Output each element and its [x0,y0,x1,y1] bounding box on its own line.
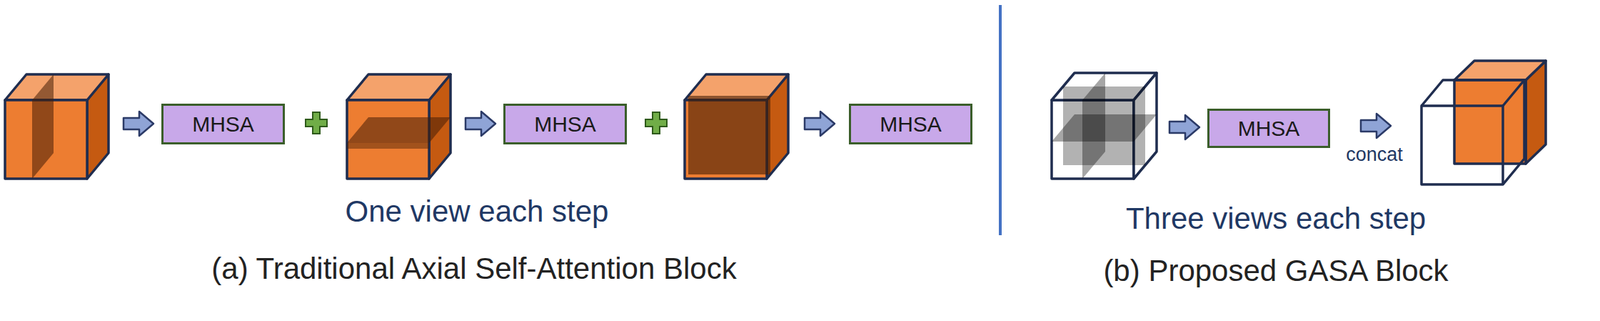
cube-axial [346,74,451,179]
box-label: MHSA [192,112,255,137]
process-box: MHSA [161,103,285,145]
cube-sagittal [4,74,109,179]
box-label: MHSA [1238,116,1301,141]
step-note: (b) Proposed GASA Block [1103,253,1448,288]
step-note: Three views each step [1125,201,1426,236]
cube-output [1421,60,1546,185]
box-label: MHSA [879,112,942,137]
box-label: MHSA [534,112,597,137]
operation-label: concat [1345,143,1403,166]
panel-caption: (a) Traditional Axial Self-Attention Blo… [211,251,737,286]
block-arrows [123,111,1391,140]
process-box: MHSA [1207,108,1331,148]
cube-coronal [684,74,789,179]
process-box: MHSA [848,103,973,145]
process-box: MHSA [503,103,627,145]
divider [998,4,1002,235]
cube-three-planes [1051,72,1157,179]
step-note: One view each step [345,194,610,229]
